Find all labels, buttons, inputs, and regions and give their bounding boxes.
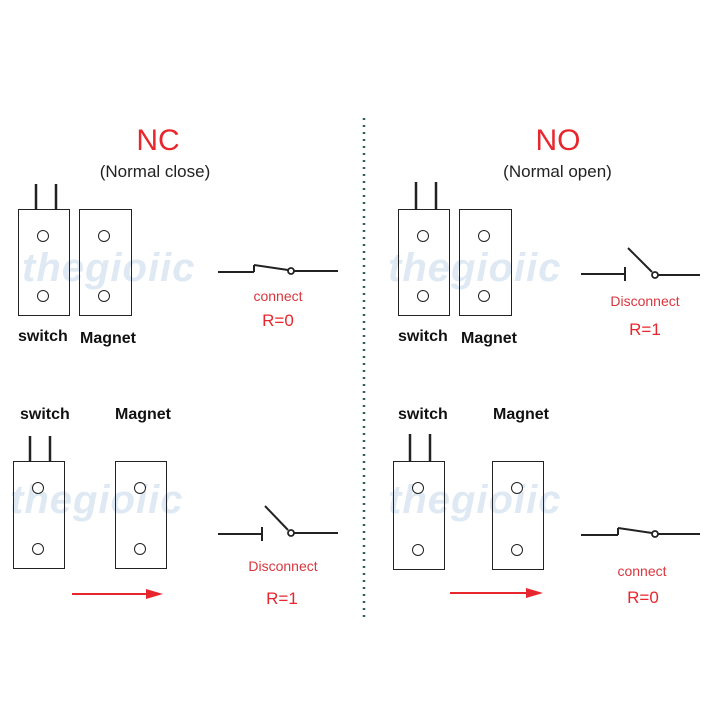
nc-bottom-arrow xyxy=(72,589,163,599)
nc-bottom-magnet-label: Magnet xyxy=(115,406,171,423)
nc-bottom-magnet-body xyxy=(115,461,167,569)
nc-subtitle: (Normal close) xyxy=(99,162,211,181)
nc-bottom-switch-symbol xyxy=(218,505,338,541)
hole-icon xyxy=(98,230,110,242)
no-bottom-magnet-label: Magnet xyxy=(493,406,549,423)
nc-top-switch-symbol xyxy=(218,264,338,275)
hole-icon xyxy=(98,290,110,302)
hole-icon xyxy=(412,544,424,556)
no-bottom-arrow xyxy=(450,588,543,598)
nc-top-magnet-label: Magnet xyxy=(80,330,136,347)
no-top-resistance: R=1 xyxy=(629,320,661,339)
hole-icon xyxy=(32,543,44,555)
nc-bottom-resistance: R=1 xyxy=(266,589,298,608)
no-top-switch-body xyxy=(398,209,450,316)
nc-bottom-switch-label: switch xyxy=(20,406,70,423)
no-bottom-magnet-body xyxy=(492,461,544,570)
hole-icon xyxy=(478,290,490,302)
nc-title: NC xyxy=(136,124,180,157)
no-bottom-switch-label: switch xyxy=(398,406,448,423)
nc-bottom-switch-body xyxy=(13,461,65,569)
hole-icon xyxy=(134,482,146,494)
no-bottom-state-label: connect xyxy=(617,563,667,579)
nc-top-resistance: R=0 xyxy=(262,311,294,330)
hole-icon xyxy=(134,543,146,555)
no-top-magnet-body xyxy=(459,209,512,316)
nc-top-magnet-body xyxy=(79,209,132,316)
nc-top-switch-body xyxy=(18,209,70,316)
no-bottom-switch-body xyxy=(393,461,445,570)
no-top-switch-label: switch xyxy=(398,328,448,345)
no-top-magnet-label: Magnet xyxy=(461,330,517,347)
no-bottom-switch-symbol xyxy=(581,527,700,538)
hole-icon xyxy=(37,230,49,242)
no-title: NO xyxy=(535,124,581,157)
watermark-no-top: thegioiic xyxy=(388,246,562,290)
nc-top-state-label: connect xyxy=(253,288,303,304)
hole-icon xyxy=(417,230,429,242)
no-top-state-label: Disconnect xyxy=(610,293,680,309)
hole-icon xyxy=(478,230,490,242)
hole-icon xyxy=(32,482,44,494)
no-top-switch-symbol xyxy=(581,247,700,281)
no-bottom-resistance: R=0 xyxy=(627,588,659,607)
hole-icon xyxy=(511,482,523,494)
hole-icon xyxy=(511,544,523,556)
no-subtitle: (Normal open) xyxy=(503,162,612,181)
hole-icon xyxy=(417,290,429,302)
hole-icon xyxy=(37,290,49,302)
hole-icon xyxy=(412,482,424,494)
nc-top-switch-label: switch xyxy=(18,328,68,345)
watermark-nc-top: thegioiic xyxy=(22,246,196,290)
nc-bottom-state-label: Disconnect xyxy=(248,558,318,574)
